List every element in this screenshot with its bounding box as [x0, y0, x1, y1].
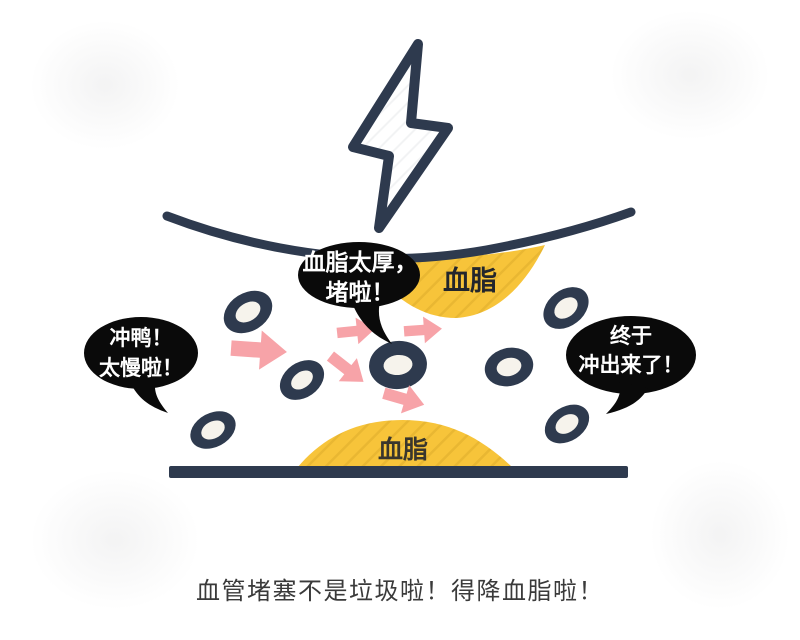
blood-cell-icon [484, 347, 534, 387]
blood-cell-icon [369, 340, 427, 390]
flow-arrow-icon [403, 315, 443, 345]
vessel-wall-top [162, 207, 636, 264]
blood-cell-icon [223, 290, 273, 334]
vessel-wall-bottom [169, 466, 628, 478]
blood-cell-icon [543, 287, 589, 329]
blood-cell-icon [544, 404, 590, 444]
lightning-icon [353, 44, 448, 228]
speech-bubble-right-shape [566, 316, 696, 414]
speech-bubble-center-shape [298, 242, 420, 344]
speech-bubble-left-shape [84, 317, 198, 413]
flow-arrow-icon [321, 344, 373, 394]
blood-cell-icon [190, 411, 236, 449]
blood-cells [190, 287, 590, 449]
plaque-bottom [297, 420, 513, 468]
blood-cell-icon [279, 360, 325, 400]
flow-arrow-icon [229, 328, 289, 372]
